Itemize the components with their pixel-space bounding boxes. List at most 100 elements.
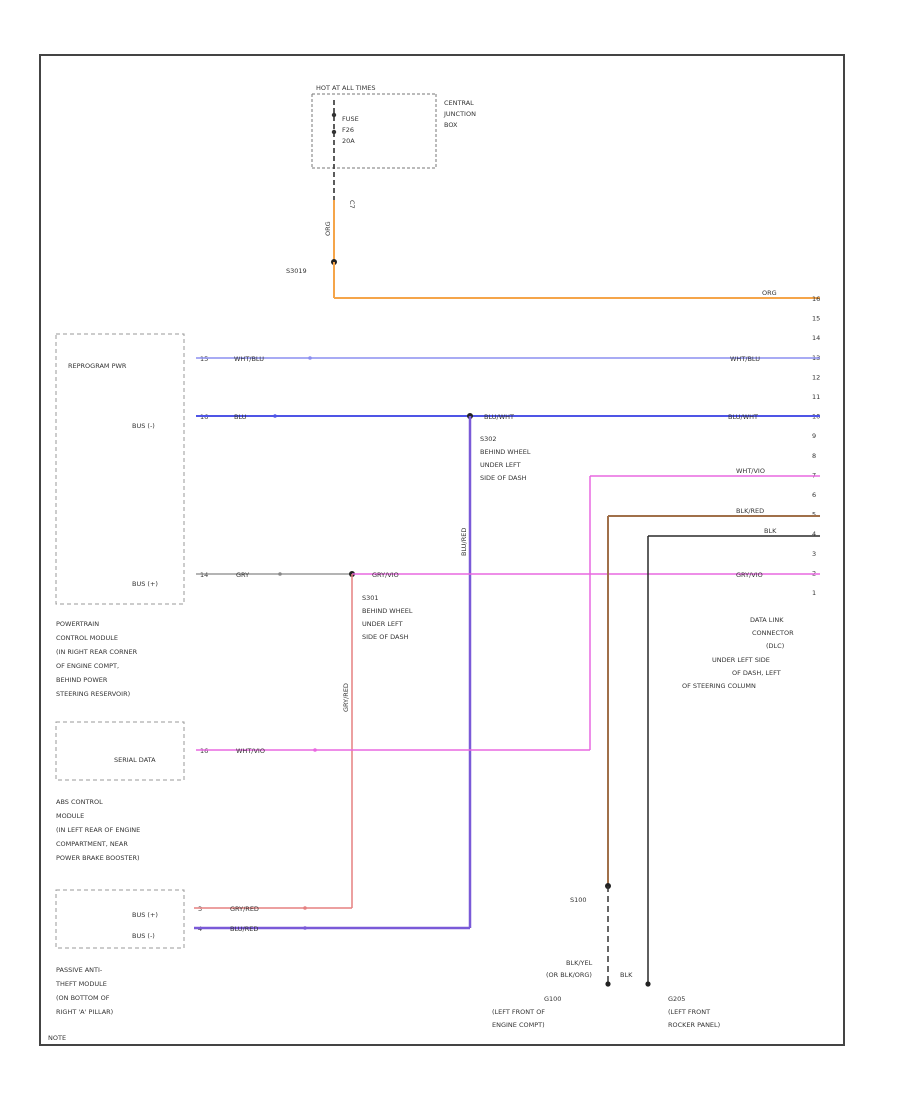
- pcm-pin-reprogram-pwr: REPROGRAM PWR: [68, 362, 127, 370]
- junction-box-label-line-3: BOX: [444, 121, 458, 129]
- wire-wht-blu-marker: [308, 356, 312, 360]
- ground-g205-wire-label: BLK: [620, 971, 633, 979]
- wire-blu-label: BLU: [234, 413, 247, 421]
- splice-s302-label-line-1: S302: [480, 435, 497, 443]
- dlc-pin-number: 3: [812, 550, 816, 558]
- pcm-label-line-2: CONTROL MODULE: [56, 634, 118, 642]
- wire-blk-yel-alt-label: (OR BLK/ORG): [546, 971, 592, 979]
- ground-g100-label-line-3: ENGINE COMPT): [492, 1021, 545, 1029]
- dlc-label-line-2: CONNECTOR: [752, 629, 794, 637]
- pcm-pin-15-num: 15: [200, 355, 208, 363]
- dlc-pin-number: 15: [812, 315, 820, 323]
- pcm-box: [55, 333, 185, 605]
- ground-g205: [645, 981, 651, 987]
- dlc-pin-number: 9: [812, 432, 816, 440]
- wire-blk-label: BLK: [764, 527, 777, 535]
- diagram-frame: [39, 54, 845, 1046]
- dlc-pin-number: 16: [812, 295, 820, 303]
- wire-gry-vio-label-left: GRY/VIO: [372, 571, 399, 579]
- abs-pin-serial-data: SERIAL DATA: [114, 756, 156, 764]
- ground-g205-label-line-3: ROCKER PANEL): [668, 1021, 720, 1029]
- pcm-label-line-6: STEERING RESERVOIR): [56, 690, 130, 698]
- wire-gry-red-vertical-label: GRY/RED: [342, 683, 350, 712]
- ground-g205-label-line-2: (LEFT FRONT: [668, 1008, 710, 1016]
- abs-pin-16-num: 16: [200, 747, 208, 755]
- junction-box-label-line-2: JUNCTION: [443, 110, 476, 118]
- wire-wht-vio-marker: [313, 748, 317, 752]
- splice-s301-label-line-3: UNDER LEFT: [362, 620, 403, 628]
- wire-wht-blu-label-left: WHT/BLU: [234, 355, 264, 363]
- abs-label-line-5: POWER BRAKE BOOSTER): [56, 854, 140, 862]
- wire-blu-wht-label-right: BLU/WHT: [728, 413, 758, 421]
- wire-blu-red-marker: [303, 926, 307, 930]
- abs-label-line-1: ABS CONTROL: [56, 798, 103, 806]
- pcm-pin-bus-plus: BUS (+): [132, 580, 158, 588]
- dlc-pin-number: 1: [812, 589, 816, 597]
- junction-box-label-line-1: CENTRAL: [444, 99, 474, 107]
- fuse-label-line-3: 20A: [342, 137, 355, 145]
- abs-label-line-4: COMPARTMENT, NEAR: [56, 840, 128, 848]
- splice-s301-label-line-2: BEHIND WHEEL: [362, 607, 413, 615]
- dlc-pin-number: 8: [812, 452, 816, 460]
- fuse-terminal-bottom: [331, 129, 337, 135]
- wire-blu-red-vertical-label: BLU/RED: [460, 528, 468, 556]
- ground-g100-label-line-1: G100: [544, 995, 561, 1003]
- dlc-pin-list: 16151413121110987654321: [812, 295, 820, 597]
- abs-box: [55, 721, 185, 781]
- pats-pin-bus-plus: BUS (+): [132, 911, 158, 919]
- ground-g100-label-line-2: (LEFT FRONT OF: [492, 1008, 545, 1016]
- wire-blu-red-label-bottom: BLU/RED: [230, 925, 258, 933]
- splice-s3019-label: S3019: [286, 267, 307, 275]
- wire-wht-vio-label-top: WHT/VIO: [736, 467, 765, 475]
- dlc-pin-number: 4: [812, 530, 816, 538]
- wire-blk-yel-label: BLK/YEL: [566, 959, 593, 967]
- wire-gry-red-label-bottom: GRY/RED: [230, 905, 259, 913]
- fuse-label-line-2: F26: [342, 126, 354, 134]
- wire-wht-vio-label-bottom: WHT/VIO: [236, 747, 265, 755]
- pcm-label-line-4: OF ENGINE COMPT,: [56, 662, 119, 670]
- pats-label-line-1: PASSIVE ANTI-: [56, 966, 103, 974]
- pats-pin-3-num: 3: [198, 905, 202, 913]
- dlc-pin-number: 14: [812, 334, 820, 342]
- splice-s301-label-line-4: SIDE OF DASH: [362, 633, 409, 641]
- dlc-pin-number: 5: [812, 511, 816, 519]
- wire-gry-vio-label-right: GRY/VIO: [736, 571, 763, 579]
- pcm-pin-bus-minus: BUS (-): [132, 422, 155, 430]
- wire-wht-blu-label-right: WHT/BLU: [730, 355, 760, 363]
- wire-gry-label: GRY: [236, 571, 249, 579]
- pats-pin-bus-minus: BUS (-): [132, 932, 155, 940]
- dlc-label-line-4: UNDER LEFT SIDE: [712, 656, 770, 664]
- splice-s302-label-line-2: BEHIND WHEEL: [480, 448, 531, 456]
- splice-s100-label: S100: [570, 896, 587, 904]
- pcm-label-line-1: POWERTRAIN: [56, 620, 99, 628]
- wire-blu-wht-label-left: BLU/WHT: [484, 413, 514, 421]
- splice-s302-label-line-3: UNDER LEFT: [480, 461, 521, 469]
- dlc-label-line-6: OF STEERING COLUMN: [682, 682, 756, 690]
- dlc-pin-number: 6: [812, 491, 816, 499]
- ground-g100: [605, 981, 611, 987]
- hot-at-all-times-label: HOT AT ALL TIMES: [316, 84, 376, 92]
- pcm-pin-14-num: 14: [200, 571, 208, 579]
- wire-gry-marker: [278, 572, 282, 576]
- dlc-pin-number: 12: [812, 373, 820, 381]
- abs-label-line-3: (IN LEFT REAR OF ENGINE: [56, 826, 140, 834]
- splice-s302-label-line-4: SIDE OF DASH: [480, 474, 527, 482]
- orange-wire-label-right: ORG: [762, 289, 777, 297]
- dlc-label-line-3: (DLC): [766, 642, 784, 650]
- pats-box: [55, 889, 185, 949]
- wire-blk-red-label: BLK/RED: [736, 507, 764, 515]
- wire-blu-marker: [273, 414, 277, 418]
- pats-label-line-4: RIGHT 'A' PILLAR): [56, 1008, 113, 1016]
- fuse-terminal-top: [331, 112, 337, 118]
- ground-g205-label-line-1: G205: [668, 995, 685, 1003]
- fuse-label-line-1: FUSE: [342, 115, 359, 123]
- pats-label-line-3: (ON BOTTOM OF: [56, 994, 110, 1002]
- abs-label-line-2: MODULE: [56, 812, 84, 820]
- dlc-label-line-1: DATA LINK: [750, 616, 784, 624]
- fuse-wire-code: C7: [348, 200, 356, 209]
- pcm-label-line-3: (IN RIGHT REAR CORNER: [56, 648, 138, 656]
- fuse-feed-wire-color: ORG: [324, 221, 332, 236]
- pcm-label-line-5: BEHIND POWER: [56, 676, 108, 684]
- wire-gry-red-marker: [303, 906, 307, 910]
